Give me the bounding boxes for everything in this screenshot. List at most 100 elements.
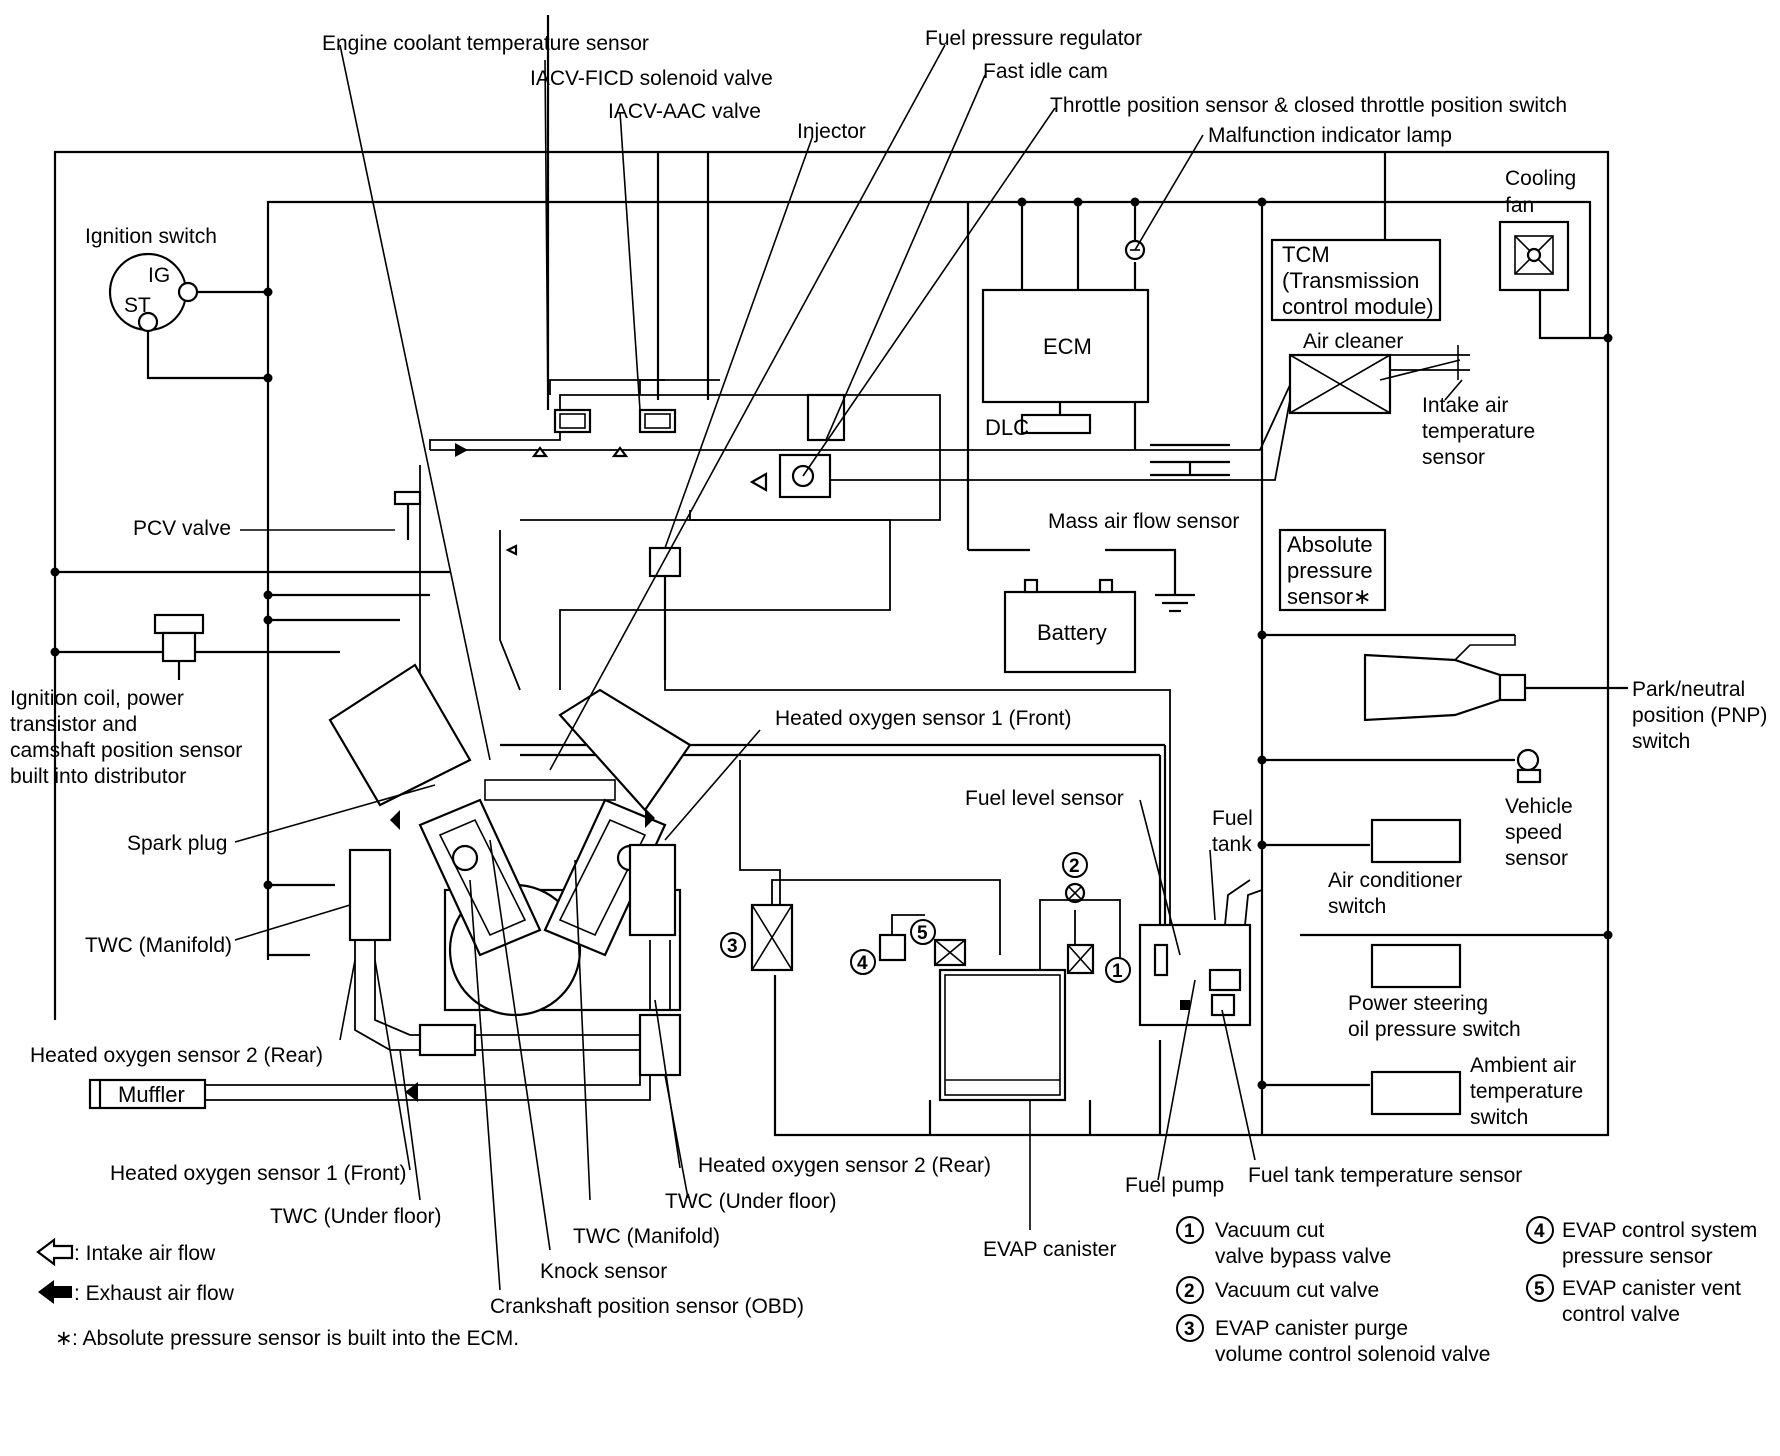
label-ho2s1-top: Heated oxygen sensor 1 (Front) — [775, 707, 1071, 730]
label-muffler: Muffler — [118, 1082, 185, 1107]
transmission — [1363, 635, 1527, 722]
label-iat-1: Intake air — [1422, 394, 1508, 417]
intake-arrow-icon — [611, 446, 629, 458]
label-knock-sensor: Knock sensor — [540, 1260, 667, 1283]
label-pnp-3: switch — [1632, 730, 1690, 753]
svg-text:3: 3 — [1184, 1319, 1195, 1340]
legend-footnote-text: : Absolute pressure sensor is built into… — [72, 1327, 519, 1350]
ignition-switch-st: ST — [124, 294, 151, 317]
engine-block — [90, 663, 692, 1102]
svg-text:3: 3 — [727, 936, 738, 957]
legend-5-line-1: EVAP canister vent — [1562, 1277, 1741, 1300]
label-ho2s1-bottom: Heated oxygen sensor 1 (Front) — [110, 1162, 406, 1185]
label-ignition-coil-4: built into distributor — [10, 765, 186, 788]
legend-5-line-2: control valve — [1562, 1303, 1680, 1326]
label-vss-2: speed — [1505, 821, 1562, 844]
label-abs-1: Absolute — [1287, 532, 1373, 557]
iacv-aac-valve — [638, 408, 677, 434]
ignition-switch: IG ST — [108, 252, 199, 333]
label-evap-canister: EVAP canister — [983, 1238, 1116, 1261]
label-tcm-3: control module) — [1282, 294, 1434, 319]
label-ac-switch-1: Air conditioner — [1328, 869, 1462, 892]
label-ps-1: Power steering — [1348, 992, 1488, 1015]
distributor — [153, 613, 205, 680]
label-twc-manifold-bottom: TWC (Manifold) — [573, 1225, 720, 1248]
vehicle-speed-sensor — [1516, 748, 1542, 784]
legend-4-line-1: EVAP control system — [1562, 1219, 1757, 1242]
label-ignition-switch: Ignition switch — [85, 225, 217, 248]
ac-switch-box — [1370, 818, 1462, 864]
legend-intake-text: : Intake air flow — [74, 1242, 216, 1265]
svg-text:1: 1 — [1112, 961, 1123, 982]
air-cleaner — [1288, 345, 1470, 415]
svg-text:4: 4 — [1534, 1221, 1545, 1242]
label-ps-2: oil pressure switch — [1348, 1018, 1521, 1041]
legend-footnote-star: ∗ — [55, 1327, 73, 1350]
exhaust-arrow-icon — [455, 443, 468, 457]
label-fuel-pump: Fuel pump — [1125, 1174, 1224, 1197]
label-ecm: ECM — [1043, 334, 1092, 359]
tcm-box — [1270, 238, 1442, 322]
ecm — [981, 288, 1150, 435]
label-fuel-tank-2: tank — [1212, 833, 1252, 856]
label-engine-coolant-sensor: Engine coolant temperature sensor — [322, 32, 649, 55]
label-tcm-1: TCM — [1282, 242, 1330, 267]
label-injector: Injector — [797, 120, 866, 143]
component-labels: Engine coolant temperature sensor IACV-F… — [10, 27, 1767, 1318]
exhaust-arrow-icon — [390, 810, 400, 830]
label-fast-idle-cam: Fast idle cam — [983, 60, 1108, 83]
label-cooling-fan-2: fan — [1505, 194, 1534, 217]
label-maf: Mass air flow sensor — [1048, 510, 1239, 533]
legend-exhaust-text: : Exhaust air flow — [74, 1282, 235, 1305]
label-iat-2: temperature — [1422, 420, 1535, 443]
label-pnp-1: Park/neutral — [1632, 678, 1745, 701]
intake-legend-arrow-icon — [36, 1237, 74, 1267]
label-ignition-coil-3: camshaft position sensor — [10, 739, 242, 762]
label-pcv-valve: PCV valve — [133, 517, 231, 540]
label-abs-3: sensor∗ — [1287, 584, 1371, 609]
label-ignition-coil-1: Ignition coil, power — [10, 687, 184, 710]
intake-arrow-icon — [531, 446, 549, 458]
legend-1-line-2: valve bypass valve — [1215, 1245, 1391, 1268]
label-fuel-tank-temp: Fuel tank temperature sensor — [1248, 1164, 1522, 1187]
label-ambient-3: switch — [1470, 1106, 1528, 1129]
label-throttle-position-sensor: Throttle position sensor & closed thrott… — [1050, 94, 1567, 117]
label-pnp-2: position (PNP) — [1632, 704, 1767, 727]
label-ho2s2-left: Heated oxygen sensor 2 (Rear) — [30, 1044, 323, 1067]
leader-lines — [234, 44, 1461, 1291]
legend-3-line-1: EVAP canister purge — [1215, 1317, 1408, 1340]
legend: : Intake air flow : Exhaust air flow ∗ :… — [36, 1216, 1757, 1366]
legend-2-line-1: Vacuum cut valve — [1215, 1279, 1379, 1302]
absolute-pressure-box — [1278, 528, 1387, 612]
svg-text:1: 1 — [1184, 1221, 1195, 1242]
intake-arrow-icon — [749, 472, 768, 492]
svg-text:4: 4 — [857, 953, 868, 974]
legend-3-line-2: volume control solenoid valve — [1215, 1343, 1490, 1366]
label-mil: Malfunction indicator lamp — [1208, 124, 1452, 147]
label-ambient-2: temperature — [1470, 1080, 1583, 1103]
muffler-box — [88, 1078, 207, 1110]
label-vss-3: sensor — [1505, 847, 1568, 870]
label-fuel-pressure-regulator: Fuel pressure regulator — [925, 27, 1142, 50]
svg-text:5: 5 — [917, 923, 928, 944]
label-cooling-fan-1: Cooling — [1505, 167, 1576, 190]
label-fuel-tank-1: Fuel — [1212, 807, 1253, 830]
label-vss-1: Vehicle — [1505, 795, 1573, 818]
battery — [1003, 578, 1137, 674]
ps-switch-box — [1370, 943, 1462, 989]
diagram-number-markers: 2 1 3 4 5 — [720, 852, 1131, 983]
svg-text:2: 2 — [1069, 856, 1080, 877]
label-ho2s2-right: Heated oxygen sensor 2 (Rear) — [698, 1154, 991, 1177]
label-fuel-level-sensor: Fuel level sensor — [965, 787, 1124, 810]
label-air-cleaner: Air cleaner — [1303, 330, 1403, 353]
exhaust-arrow-icon — [645, 808, 655, 828]
label-ac-switch-2: switch — [1328, 895, 1386, 918]
label-twc-under-floor-right: TWC (Under floor) — [665, 1190, 837, 1213]
evap-system — [739, 760, 1263, 1135]
pcv-valve — [393, 490, 422, 540]
label-abs-2: pressure — [1287, 558, 1373, 583]
label-battery: Battery — [1037, 620, 1107, 645]
dlc-connector — [1020, 413, 1092, 435]
label-iacv-ficd: IACV-FICD solenoid valve — [530, 67, 773, 90]
